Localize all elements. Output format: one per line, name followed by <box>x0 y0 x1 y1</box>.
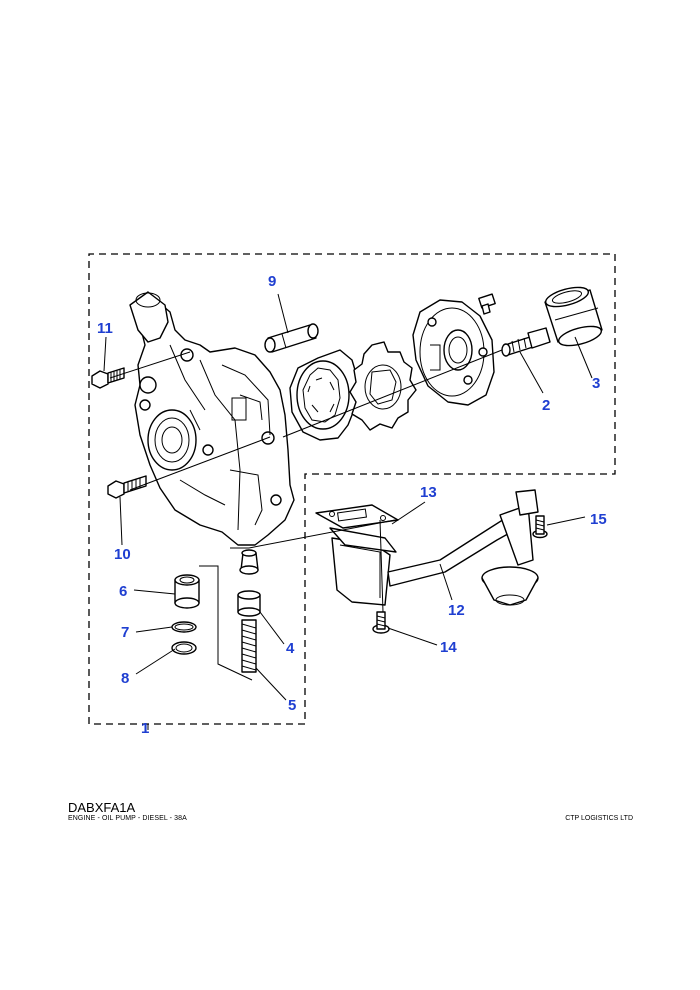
bolt-2 <box>501 327 551 357</box>
o-ring-7 <box>171 621 197 633</box>
callout-14: 14 <box>440 639 457 656</box>
callout-3: 3 <box>592 375 600 392</box>
callout-15: 15 <box>590 511 607 528</box>
diagram-code: DABXFA1A <box>68 800 136 815</box>
inner-rotor <box>349 341 417 431</box>
bolt-15 <box>532 515 548 539</box>
leader-13 <box>391 501 426 525</box>
bolt-11 <box>91 367 125 389</box>
cap-6 <box>174 574 200 609</box>
callout-11: 11 <box>97 320 113 337</box>
piston-4 <box>237 590 261 617</box>
leader-3 <box>574 336 593 379</box>
leader-10 <box>119 496 123 546</box>
pickup-pipe-12 <box>329 489 539 606</box>
small-bolt <box>478 293 496 315</box>
diagram-description: ENGINE - OIL PUMP - DIESEL - 38A <box>68 815 187 822</box>
leader-15 <box>546 516 586 526</box>
bolt-14 <box>372 611 390 634</box>
leader-6 <box>133 589 176 595</box>
gasket-13 <box>315 504 399 529</box>
leader-12 <box>439 563 453 601</box>
callout-6: 6 <box>119 583 127 600</box>
callout-2: 2 <box>542 397 550 414</box>
spring-5 <box>241 619 257 673</box>
outer-rotor <box>289 349 359 441</box>
callout-12: 12 <box>448 602 465 619</box>
assembly-boundary <box>88 253 616 725</box>
callout-4: 4 <box>286 640 295 657</box>
dowel-9 <box>264 323 319 353</box>
leader-11 <box>103 336 107 372</box>
callout-13: 13 <box>420 484 437 501</box>
relief-valve-plug <box>239 549 259 575</box>
callout-1: 1 <box>141 720 149 737</box>
pump-body <box>129 291 295 546</box>
leader-2 <box>519 351 544 394</box>
callout-10: 10 <box>114 546 131 563</box>
company-name: CTP LOGISTICS LTD <box>565 815 633 822</box>
leader-14 <box>387 627 438 646</box>
leader-8 <box>135 648 176 675</box>
circlip-8 <box>171 641 197 655</box>
callout-9: 9 <box>268 273 276 290</box>
leader-9 <box>277 293 289 334</box>
leader-5 <box>255 667 287 701</box>
callout-8: 8 <box>121 670 129 687</box>
bolt-10 <box>107 475 147 499</box>
cover-plate <box>412 299 495 406</box>
sleeve-3 <box>544 286 603 347</box>
leader-7 <box>135 626 173 633</box>
callout-7: 7 <box>121 624 129 641</box>
leader-4 <box>259 611 285 645</box>
callout-5: 5 <box>288 697 296 714</box>
